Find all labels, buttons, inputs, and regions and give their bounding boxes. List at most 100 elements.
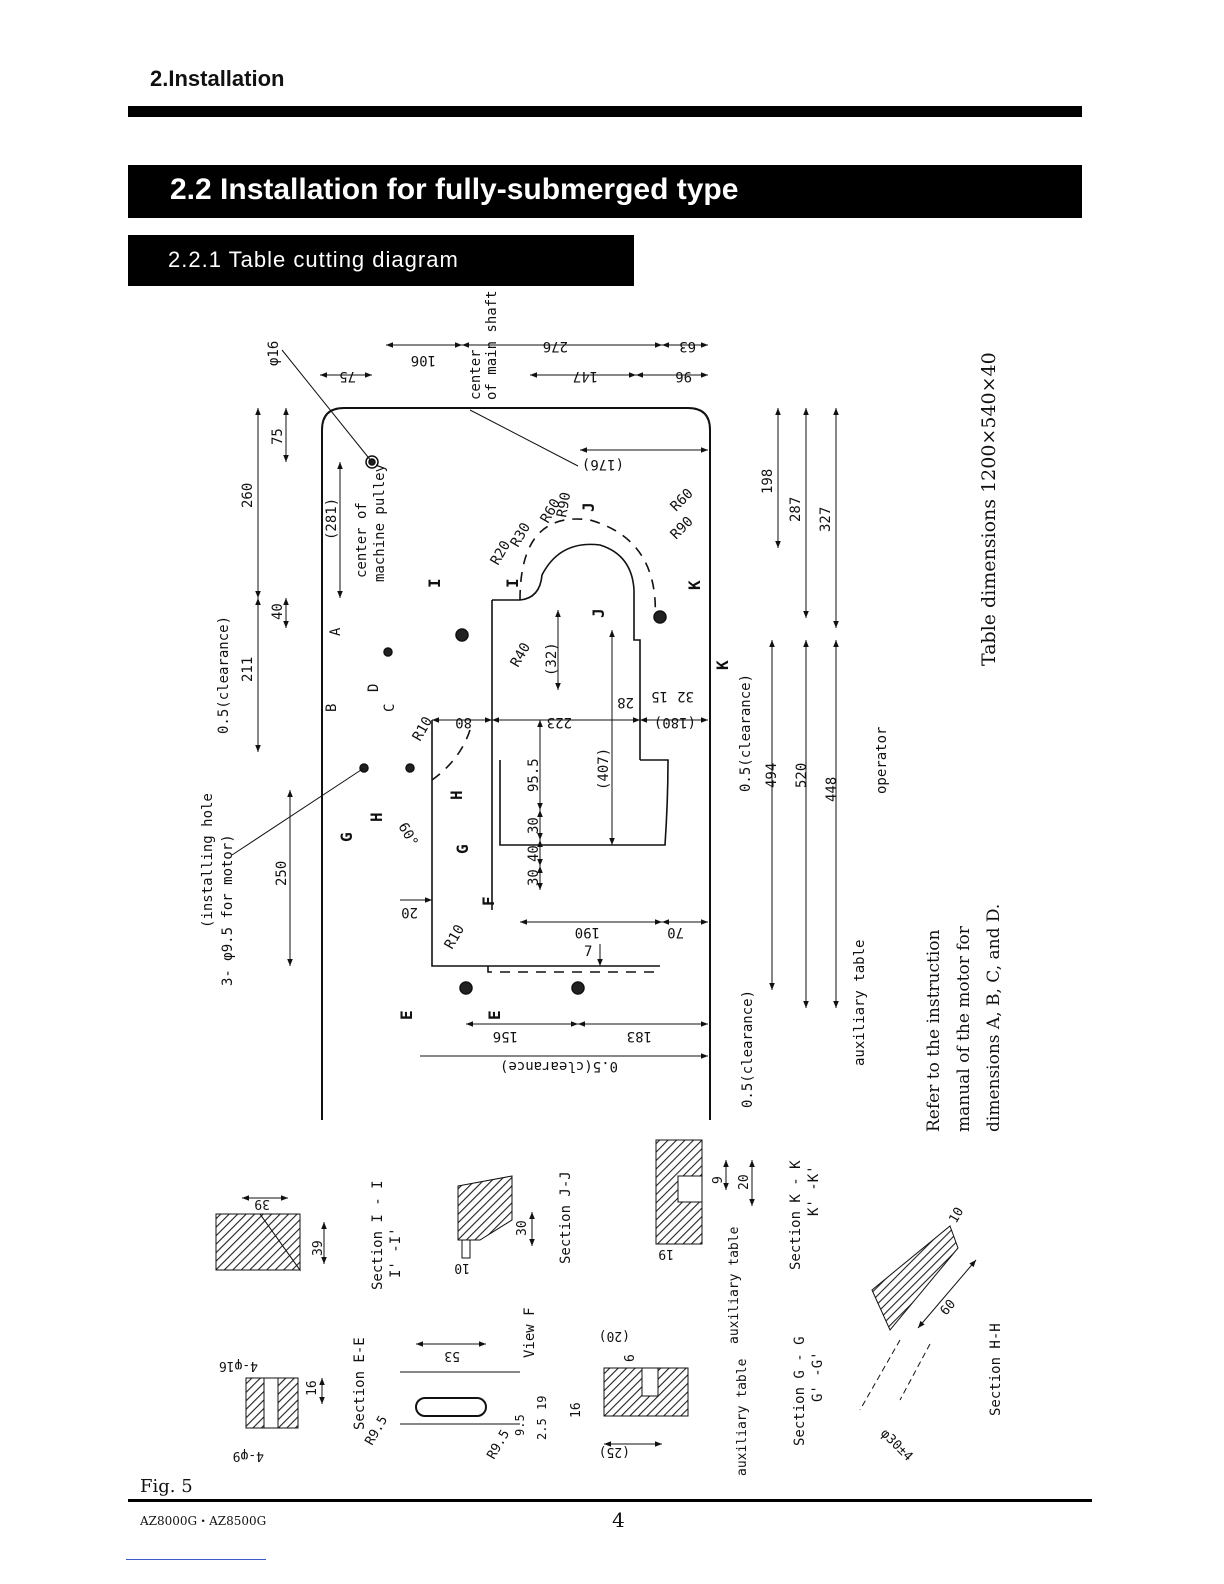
- view-mark-f: F: [479, 896, 498, 906]
- dim-16: φ16: [266, 341, 282, 366]
- section-kk-title2: K' -K': [806, 1165, 822, 1216]
- clearance-right-top: 0.5(clearance): [738, 674, 754, 792]
- dim-260: 260: [240, 483, 256, 508]
- dim-20: 20: [401, 904, 418, 920]
- installing-hole-2: 3- φ9.5 for motor): [220, 834, 236, 986]
- bottom-rule: [128, 1499, 1092, 1502]
- link-underline: [126, 1559, 266, 1560]
- dim-287: 287: [788, 497, 804, 522]
- table-dimensions-note: Table dimensions 1200×540×40: [978, 352, 1000, 666]
- dim-63: 63: [679, 338, 696, 354]
- angle-60: 60°: [395, 820, 422, 850]
- radius-r60b: R60: [668, 486, 697, 515]
- section-h-h: 10 60 φ30±4 Section H-H: [859, 1205, 1004, 1465]
- section-gg-title1: Section G - G: [792, 1336, 808, 1446]
- table-outline: [321, 407, 711, 1120]
- page-subtitle: 2.2.1 Table cutting diagram: [168, 247, 459, 272]
- figure-label: Fig. 5: [140, 1476, 193, 1497]
- section-gg-dim4: (25): [599, 1444, 630, 1459]
- dim-32b: 32: [677, 688, 694, 704]
- subtitle-bar: 2.2.1 Table cutting diagram: [128, 235, 634, 286]
- section-ee-title: Section E-E: [352, 1337, 368, 1430]
- refer-note-line1: Refer to the instruction: [924, 929, 944, 1132]
- section-mark-k-bottom: K: [713, 660, 732, 670]
- view-f-dim4: 9.5: [513, 1414, 527, 1436]
- dim-7: 7: [584, 944, 592, 960]
- dim-32: (32): [544, 642, 560, 676]
- view-f: 53 R9.5 R9.5 9.5 19 2.5 View F: [362, 1307, 549, 1462]
- center-pulley-1: center of: [354, 502, 370, 578]
- label-d: D: [366, 684, 382, 692]
- section-jj-title: Section J-J: [558, 1171, 574, 1264]
- section-jj-dim1: 30: [515, 1220, 530, 1236]
- auxiliary-table-kk: auxiliary table: [727, 1226, 742, 1344]
- radius-r90a: R90: [554, 491, 574, 519]
- cutout-outline: [431, 543, 669, 967]
- section-gg-title2: G' -G': [810, 1351, 826, 1402]
- center-main-shaft-2: of main shaft: [484, 290, 500, 400]
- dim-183: 183: [627, 1028, 652, 1044]
- dim-327: 327: [818, 507, 834, 532]
- section-hh-dim3: φ30±4: [877, 1426, 915, 1464]
- section-mark-h-right: H: [447, 790, 466, 800]
- section-jj-dim2: 10: [454, 1260, 470, 1275]
- dim-494: 494: [764, 763, 780, 788]
- operator-label: operator: [874, 727, 890, 794]
- top-rule: [128, 106, 1082, 117]
- diagram-labels: 106 276 63 75 147 96 (176) (281) 75 260 …: [200, 290, 890, 1108]
- refer-note-line2: manual of the motor for: [954, 926, 974, 1132]
- dim-156: 156: [493, 1028, 518, 1044]
- view-f-dim3: R9.5: [484, 1427, 513, 1462]
- section-gg-dim1: (20): [599, 1328, 630, 1343]
- section-gg-dim2: 6: [623, 1354, 638, 1362]
- dim-176: (176): [582, 456, 624, 472]
- section-ii-dim2: 39: [311, 1240, 326, 1256]
- section-j-j: 30 10 Section J-J: [454, 1171, 574, 1275]
- section-ii-dim1: 39: [254, 1196, 270, 1211]
- section-ee-dim1: 4-φ16: [219, 1358, 258, 1373]
- view-f-dim5: 19: [535, 1396, 549, 1410]
- center-main-shaft-1: center: [468, 349, 484, 400]
- view-f-title: View F: [522, 1307, 538, 1358]
- section-mark-g-left: G: [337, 832, 356, 842]
- section-g-g: (20) 6 16 (25) auxiliary table Section G…: [569, 1328, 826, 1476]
- section-mark-e-right: E: [485, 1010, 504, 1020]
- dim-448: 448: [824, 777, 840, 802]
- radius-r10b: R10: [442, 922, 469, 952]
- dashed-arcs: [431, 518, 660, 973]
- radius-r90b: R90: [668, 514, 697, 543]
- section-k-k: 9 20 19 auxiliary table Section K - K K'…: [655, 1139, 822, 1344]
- section-hh-dim2: 60: [938, 1297, 960, 1319]
- dim-520: 520: [794, 763, 810, 788]
- section-mark-i-left: I: [425, 578, 444, 588]
- dim-15: 15: [651, 688, 668, 704]
- section-kk-dim1: 9: [711, 1176, 726, 1184]
- refer-note-line3: dimensions A, B, C, and D.: [984, 903, 1004, 1132]
- page-title: 2.2 Installation for fully-submerged typ…: [170, 173, 739, 206]
- auxiliary-table-gg: auxiliary table: [735, 1358, 750, 1476]
- dim-28: 28: [617, 694, 634, 710]
- section-kk-dim2: 20: [737, 1174, 752, 1190]
- section-hh-dim1: 10: [946, 1205, 967, 1226]
- dimension-lines: [231, 342, 839, 1059]
- section-i-i: 39 39 Section I - I I' -I': [215, 1180, 404, 1290]
- section-mark-e-left: E: [397, 1010, 416, 1020]
- dim-147: 147: [573, 368, 598, 384]
- auxiliary-table-main: auxiliary table: [852, 940, 868, 1066]
- dim-75a: 75: [339, 368, 356, 384]
- dim-198: 198: [760, 469, 776, 494]
- section-ee-dim2: 16: [305, 1380, 320, 1396]
- section-ee-dim3: 4-φ9: [233, 1448, 264, 1463]
- section-ii-title1: Section I - I: [370, 1180, 386, 1290]
- section-mark-h-left: H: [367, 812, 386, 822]
- dim-30a: 30: [526, 817, 542, 834]
- radius-r40: R40: [508, 640, 535, 670]
- section-kk-dim3: 19: [658, 1246, 674, 1261]
- label-a: A: [328, 627, 344, 636]
- section-mark-j-top: J: [579, 502, 598, 512]
- dim-75b: 75: [270, 428, 286, 445]
- view-f-dim6: 2.5: [535, 1418, 549, 1440]
- dim-223: 223: [547, 714, 572, 730]
- clearance-bottom: 0.5(clearance): [500, 1058, 618, 1074]
